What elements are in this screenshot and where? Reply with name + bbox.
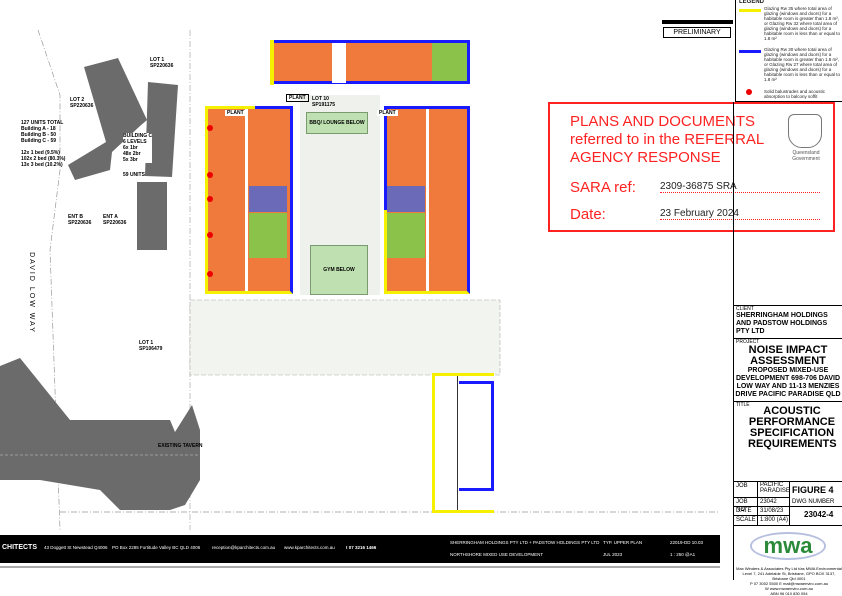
legend-item: Glazing Rw 35 where total area of glazin…: [764, 6, 841, 41]
stamp-line1: PLANS AND DOCUMENTS: [570, 113, 756, 130]
title-label: TITLE: [736, 402, 750, 408]
yellow-glazing-edge: [205, 106, 255, 109]
footer-date: JUL 2023: [603, 552, 623, 557]
plant-label: PLANT: [377, 110, 398, 116]
date-value: 23 February 2024: [660, 208, 820, 220]
balustrade-marker: [207, 196, 213, 202]
corridor-line: [457, 376, 458, 510]
units-summary: 127 UNITS TOTAL Building A - 18 Building…: [21, 120, 66, 168]
title-block: CLIENT SHERRINGHAM HOLDINGS AND PADSTOW …: [733, 305, 842, 596]
scale-label: SCALE: [734, 516, 758, 526]
balustrade-marker: [207, 271, 213, 277]
job-value: PACIFIC PARADISE: [758, 482, 790, 498]
date-label: Date:: [570, 206, 606, 223]
company-abn: ABN 96 010 830 054: [770, 591, 808, 596]
legend: LEGEND Glazing Rw 35 where total area of…: [735, 0, 842, 102]
plant-label: PLANT: [225, 110, 246, 116]
building-outline: [137, 182, 167, 250]
preliminary-badge: PRELIMINARY: [663, 27, 731, 38]
sara-ref-label: SARA ref:: [570, 179, 636, 196]
date-label: DATE: [734, 507, 758, 516]
divider: [0, 566, 720, 568]
corridor: [245, 109, 248, 291]
blue-unit: [387, 186, 425, 212]
stamp-line2: referred to in the REFERRAL: [570, 131, 765, 148]
units-59-label: 59 UNITS: [123, 172, 145, 178]
project-description: PROPOSED MIXED-USE DEVELOPMENT 698-706 D…: [735, 367, 841, 398]
bbq-lounge: BBQ/ LOUNGE BELOW: [306, 112, 368, 134]
date-value: 31/08/23: [758, 507, 790, 516]
company-address: Level 7, 241 Adelaide St, Brisbane, GPO …: [742, 571, 836, 581]
stamp-line3: AGENCY RESPONSE: [570, 149, 721, 166]
footer-drawing: TYP. UPPER PLAN: [603, 540, 643, 545]
project-title: NOISE IMPACT ASSESSMENT: [748, 344, 828, 367]
figure-number: FIGURE 4: [792, 485, 834, 495]
footer-issue: 22019-DD 10.03: [670, 540, 704, 545]
client-name: SHERRINGHAM HOLDINGS AND PADSTOW HOLDING…: [736, 312, 828, 335]
legend-item: Glazing Rw 30 where total area of glazin…: [764, 47, 841, 82]
plant-label: PLANT: [286, 94, 309, 102]
balustrade-marker: [207, 232, 213, 238]
job-no-value: 23042: [758, 498, 790, 507]
job-label: JOB: [734, 482, 758, 498]
firm-address: 43 Doggett St Newstead Q4006: [44, 545, 108, 550]
queensland-crest-icon: [788, 114, 822, 148]
sara-ref-value: 2309-36875 SRA: [660, 181, 820, 193]
building-c-plan: [432, 373, 494, 513]
firm-name: CHITECTS: [2, 544, 37, 551]
dwg-number: 23042-4: [804, 510, 834, 519]
preliminary-bar: [662, 20, 733, 24]
courtyard-gap: [332, 43, 346, 83]
building-c-label: BUILDING C 6 LEVELS 6x 1br 48x 2br 5x 3b…: [123, 133, 153, 163]
project-label: PROJECT: [736, 339, 760, 345]
client-label: CLIENT: [736, 306, 754, 312]
footer-client: SHERRINGHAM HOLDINGS PTY LTD + PADSTOW H…: [450, 540, 600, 545]
site-plan: LOT 1 SP220636 LOT 2 SP220636 127 UNITS …: [0, 29, 720, 530]
footer-scale: 1 : 250 @A1: [670, 552, 696, 557]
queensland-logo-text: Queensland Government: [792, 150, 820, 162]
yellow-glazing-edge: [384, 210, 387, 294]
company-name: Max Winders & Associates Pty Ltd t/as MW…: [736, 566, 842, 571]
balustrade-marker: [207, 125, 213, 131]
lot10-label: LOT 10 SP191175: [312, 96, 336, 108]
legend-title: LEGEND: [739, 0, 765, 5]
road-label: DAVID LOW WAY: [27, 252, 35, 334]
drawing-title: ACOUSTIC PERFORMANCE SPECIFICATION REQUI…: [748, 405, 837, 450]
firm-phone: t 07 3216 1466: [346, 545, 377, 550]
corridor: [426, 109, 429, 291]
legend-blue-swatch: [739, 50, 761, 53]
ent-b-label: ENT B SP220636: [68, 214, 92, 226]
architect-footer: CHITECTS 43 Doggett St Newstead Q4006 PO…: [0, 535, 720, 563]
blue-glazing-edge: [459, 381, 494, 491]
ent-a-label: ENT A SP220636: [103, 214, 127, 226]
job-no-label: JOB NO.: [734, 498, 758, 513]
blue-unit: [249, 186, 287, 212]
tavern-label: EXISTING TAVERN: [158, 443, 203, 449]
building-outline: [145, 82, 178, 177]
legend-red-dot-icon: [746, 89, 752, 95]
legend-item: Solid balustrades and acoustic absorptio…: [764, 89, 826, 99]
yellow-glazing-edge: [270, 40, 274, 85]
footer-project: NORTHSHORE MIXED USE DEVELOPMENT: [450, 552, 544, 557]
legend-yellow-swatch: [739, 9, 761, 12]
gym: GYM BELOW: [310, 245, 368, 295]
building-outline: [68, 58, 147, 180]
firm-po-box: PO Box 2285 Fortitude Valley BC QLD 4006: [112, 545, 201, 550]
green-unit: [432, 43, 467, 81]
lot1-label: LOT 1 SP220636: [150, 57, 174, 69]
firm-website: www.kparchitects.com.au: [284, 545, 335, 550]
title-block-divider: [733, 102, 734, 305]
mwa-logo: mwa: [749, 532, 827, 560]
firm-email: reception@kparchitects.com.au: [212, 545, 276, 550]
dwg-label: DWG NUMBER: [790, 498, 842, 507]
balustrade-marker: [207, 172, 213, 178]
green-unit: [387, 213, 425, 258]
existing-tavern: [0, 358, 200, 510]
sara-stamp: PLANS AND DOCUMENTS referred to in the R…: [548, 102, 835, 232]
scale-value: 1:800 (A4): [758, 516, 790, 526]
lot2-label: LOT 2 SP220636: [70, 97, 94, 109]
green-unit: [249, 213, 287, 258]
lot1b-label: LOT 1 SP106479: [139, 340, 163, 352]
